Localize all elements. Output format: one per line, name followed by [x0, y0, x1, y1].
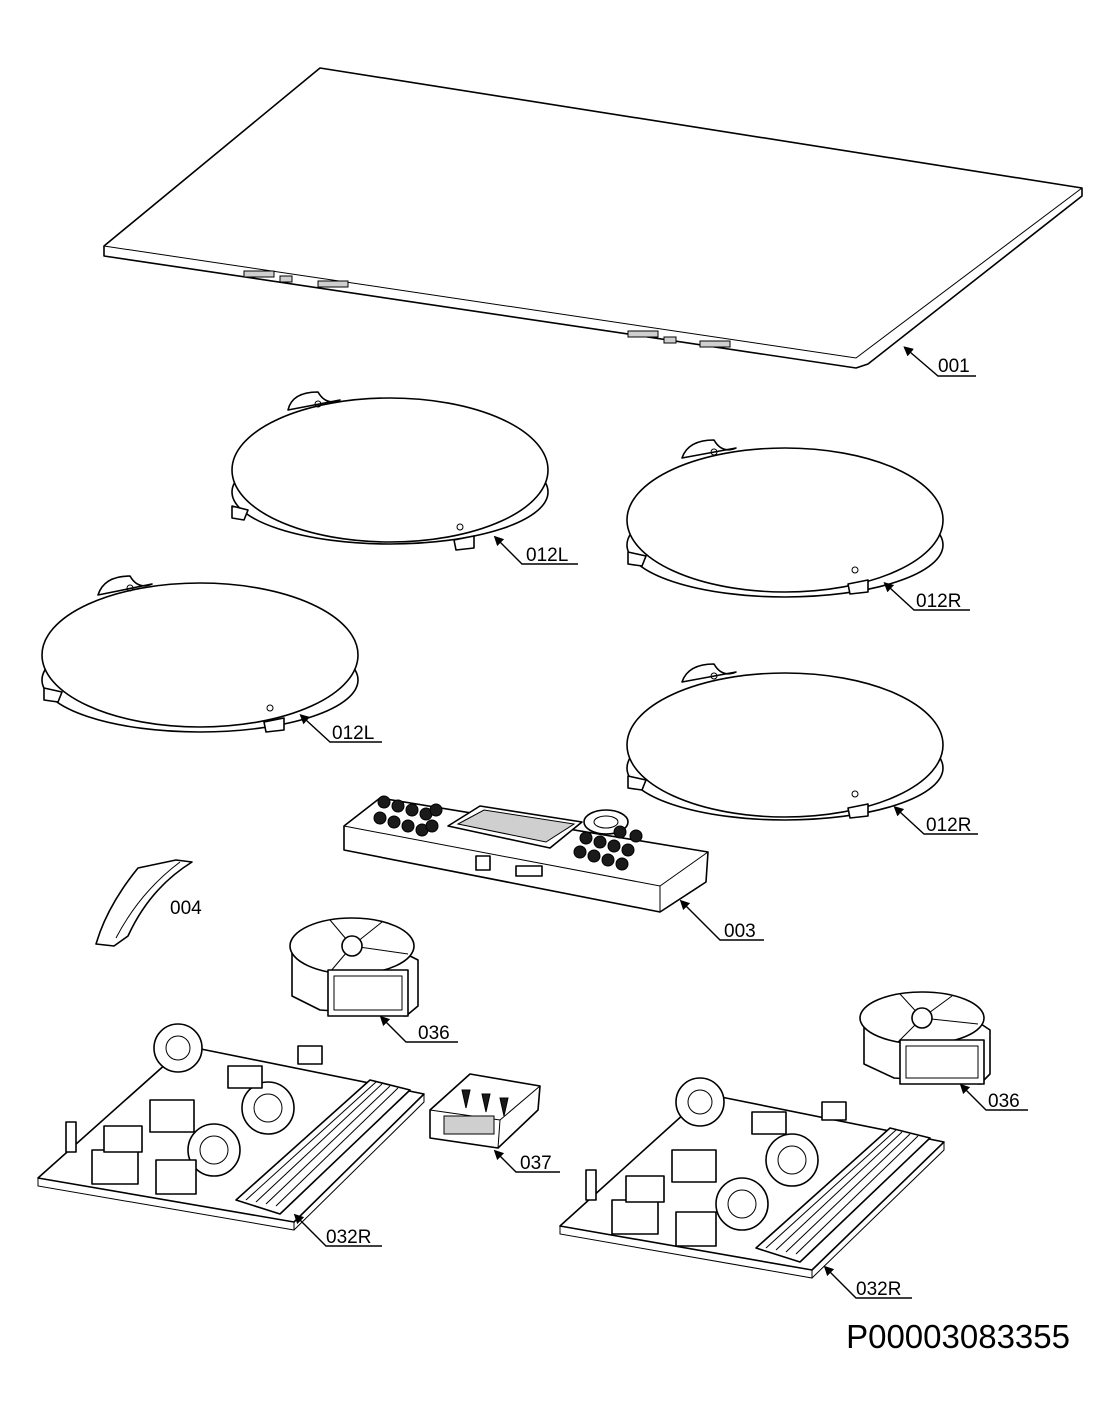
label-003: 003 — [724, 921, 756, 942]
heatsink-left — [235, 1079, 411, 1215]
leader-037 — [493, 1149, 560, 1173]
label-004: 004 — [170, 898, 202, 919]
label-037: 037 — [520, 1153, 552, 1174]
label-012R-lower: 012R — [926, 815, 971, 836]
label-012R-upper: 012R — [916, 591, 961, 612]
heating-element-012R-lower — [626, 663, 944, 821]
cooling-fan-036-right — [859, 991, 991, 1085]
knob-cluster-left — [373, 795, 443, 837]
heating-element-012L-upper — [231, 391, 549, 551]
document-number: P00003083355 — [846, 1318, 1070, 1355]
leader-003 — [679, 899, 764, 941]
strap-part-004 — [95, 859, 193, 947]
heating-element-012L-lower — [41, 575, 359, 733]
leader-036-right — [959, 1083, 1028, 1111]
label-032R-left: 032R — [326, 1227, 371, 1248]
power-board-032R-left — [37, 1023, 425, 1231]
label-012L-upper: 012L — [526, 545, 568, 566]
leader-012R-upper — [883, 582, 970, 611]
leader-032R-left — [293, 1213, 382, 1247]
glass-top-part — [103, 67, 1083, 369]
knob-cluster-right — [573, 825, 643, 871]
label-036-left: 036 — [418, 1023, 450, 1044]
leader-012R-lower — [893, 806, 978, 835]
leader-001 — [903, 346, 976, 377]
terminal-block-037 — [429, 1073, 541, 1149]
label-001: 001 — [938, 356, 970, 377]
control-board-003 — [343, 795, 709, 913]
heatsink-right — [755, 1127, 931, 1263]
power-board-032R-right — [559, 1077, 945, 1279]
part-labels: 001 012L 012R 012L 012R 003 004 036 036 … — [170, 356, 1020, 1300]
label-032R-right: 032R — [856, 1279, 901, 1300]
leader-012L-lower — [299, 714, 382, 743]
heating-element-012R-upper — [626, 439, 944, 598]
label-036-right: 036 — [988, 1091, 1020, 1112]
leader-lines — [293, 346, 1028, 1299]
label-012L-lower: 012L — [332, 723, 374, 744]
cooling-fan-036-left — [289, 917, 419, 1017]
leader-036-left — [379, 1015, 458, 1043]
leader-032R-right — [823, 1265, 912, 1299]
leader-012L-upper — [493, 535, 578, 565]
